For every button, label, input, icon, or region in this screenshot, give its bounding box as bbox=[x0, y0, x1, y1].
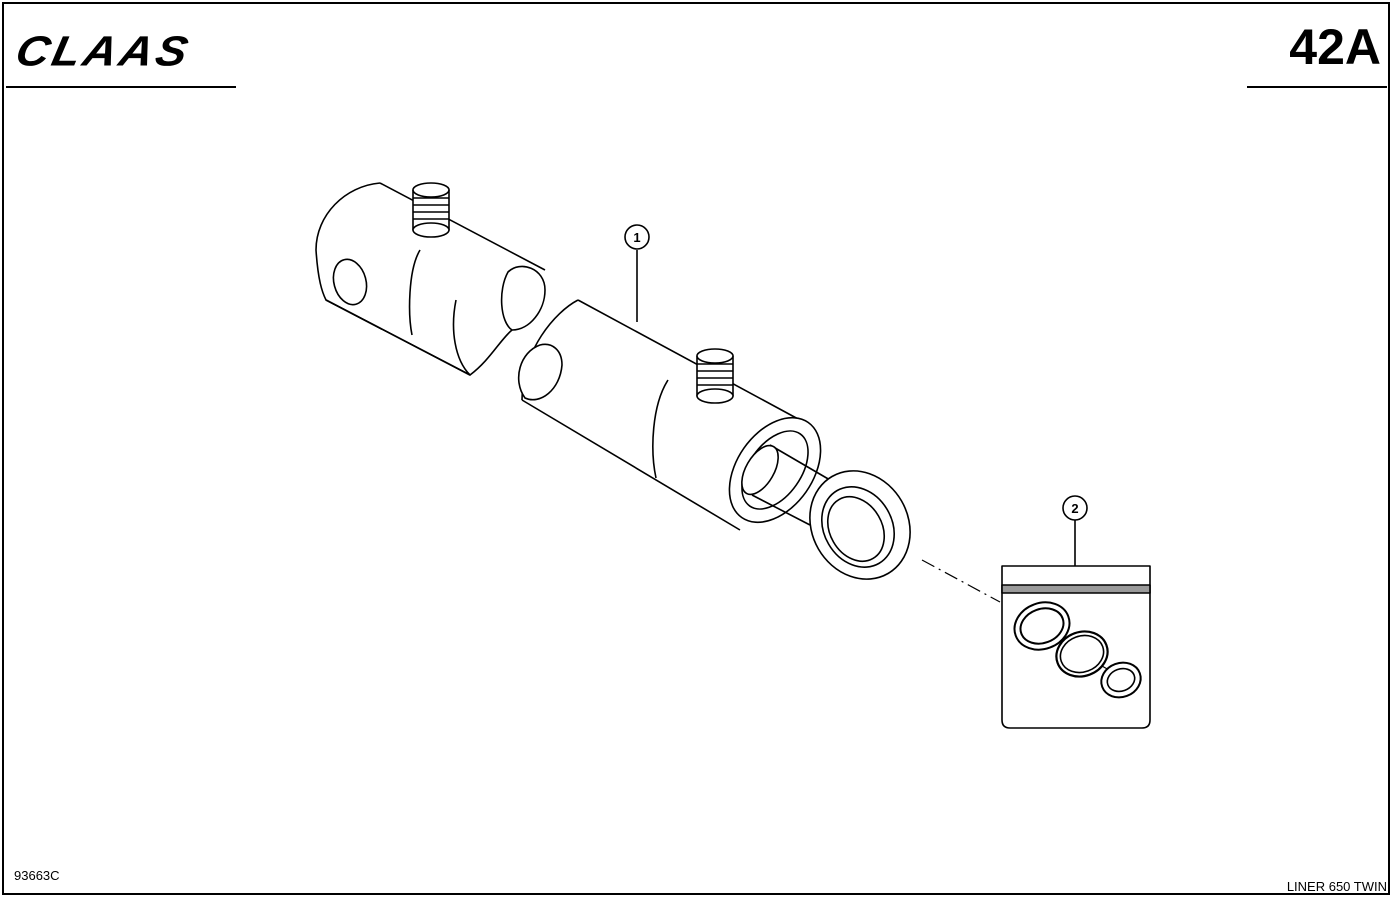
page-number: 42A bbox=[1289, 19, 1381, 75]
callout-label-2: 2 bbox=[1071, 501, 1078, 516]
threaded-fitting-top bbox=[412, 182, 450, 238]
seal-kit-bag bbox=[1001, 520, 1151, 729]
reference-line bbox=[921, 559, 1001, 603]
seal-ring-small bbox=[1100, 661, 1142, 699]
seal-ring-large bbox=[1013, 601, 1071, 651]
header-rule-left bbox=[6, 86, 236, 88]
cylinder-barrel bbox=[517, 299, 822, 531]
cylinder-base-mount bbox=[315, 182, 546, 376]
callout-circle-2 bbox=[1062, 495, 1088, 521]
reference-code: 93663C bbox=[14, 868, 60, 883]
model-name: LINER 650 TWIN bbox=[1286, 879, 1387, 894]
header-rule-right bbox=[1247, 86, 1387, 88]
piston-rod-eye bbox=[741, 444, 911, 580]
threaded-fitting-barrel bbox=[696, 348, 734, 404]
callout-label-1: 1 bbox=[633, 230, 640, 245]
o-ring-middle bbox=[1055, 630, 1109, 678]
callout-circle-1 bbox=[624, 224, 650, 250]
